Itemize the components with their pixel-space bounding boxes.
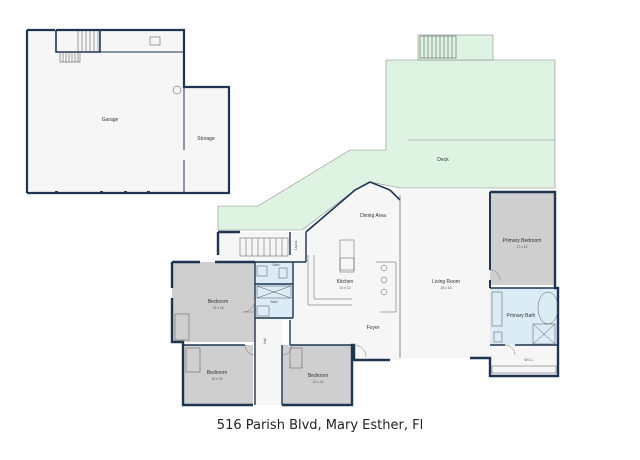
bath-upper-label: Bath	[273, 263, 280, 267]
wic-shelf	[491, 365, 557, 374]
garage-label: Garage	[102, 117, 119, 123]
bedroom2-floor	[183, 345, 253, 405]
exterior-east-walls	[470, 190, 560, 378]
door-swing-wic	[504, 344, 516, 356]
bedroom1-label: Bedroom	[208, 299, 228, 305]
door-swing-bedroom2	[244, 344, 256, 356]
bedroom1-floor	[172, 262, 255, 342]
bedroom1-closet	[174, 313, 190, 341]
bath-lower-label: Bath	[271, 300, 278, 304]
property-address: 516 Parish Blvd, Mary Esther, Fl	[216, 418, 424, 433]
kitchen-island	[339, 239, 355, 273]
primary-bath-toilet	[493, 331, 503, 343]
deck-upper-platform	[417, 34, 494, 61]
deck-label: Deck	[437, 157, 449, 163]
fixtures	[174, 237, 559, 374]
interior-walls	[183, 232, 558, 405]
door-swing-foyer	[353, 344, 367, 358]
storage-label: Storage	[197, 136, 215, 142]
door-swing-primary	[489, 269, 501, 281]
door-swing-bedroom3	[281, 344, 293, 356]
storage-floor	[184, 87, 229, 193]
garage-floor	[27, 30, 184, 193]
living-dims: 28 x 16	[440, 286, 451, 290]
dining-label: Dining Area	[360, 213, 386, 219]
door-swing-bedroom1	[242, 299, 256, 313]
door-swings	[242, 269, 516, 358]
room-labels: Dining Area Kitchen 24 x 12 Living Room …	[207, 213, 542, 384]
garage-door-marks	[55, 191, 150, 194]
primary-bath-label: Primary Bath	[507, 313, 536, 319]
water-heater	[172, 85, 182, 95]
house-walls	[170, 181, 560, 407]
bar-stool-2	[380, 276, 388, 284]
kitchen-dims: 24 x 12	[339, 286, 350, 290]
kitchen-east-counter	[376, 261, 397, 313]
living-label: Living Room	[432, 279, 460, 285]
bedroom2-label: Bedroom	[207, 370, 227, 376]
deck-area: Deck	[217, 34, 556, 231]
foyer-label: Foyer	[367, 325, 380, 331]
bath-lower-vanity	[256, 305, 270, 317]
kitchen-label: Kitchen	[337, 279, 354, 285]
bath-lower-tub	[256, 285, 292, 299]
garage-fixture	[149, 36, 161, 46]
primary-bath-shower	[532, 323, 556, 345]
bar-stool-1	[380, 264, 388, 272]
wic-label: W.I.C.	[524, 358, 533, 362]
bar-stool-3	[380, 288, 388, 296]
bath-lower-floor	[255, 284, 293, 318]
deck-floor	[217, 59, 556, 231]
primary-bedroom-label: Primary Bedroom	[503, 238, 542, 244]
garage-block: Garage Storage	[25, 28, 231, 195]
primary-bedroom-dims: 17 x 12	[516, 245, 527, 249]
exterior-west-walls	[170, 230, 390, 407]
laundry-label: Laund.	[294, 240, 298, 250]
bath-upper-toilet	[278, 267, 288, 279]
kitchen-counter	[307, 255, 352, 306]
bath-upper-floor	[255, 262, 293, 284]
bedroom3-dims: 12 x 14	[312, 380, 323, 384]
primary-bedroom-floor	[490, 192, 555, 285]
bedroom3-label: Bedroom	[308, 373, 328, 379]
garage-walls	[25, 28, 231, 195]
garage-stairs	[59, 31, 99, 63]
bedroom3-floor	[282, 345, 352, 405]
deck-stairs	[419, 35, 457, 59]
hall-label: Hall	[263, 338, 267, 344]
kitchen-range	[339, 257, 355, 271]
bath-upper-vanity	[256, 265, 268, 277]
dining-bay-walls	[305, 181, 401, 233]
hall-floor	[255, 318, 282, 405]
main-stairs	[239, 237, 289, 257]
bedroom1-dims: 13 x 16	[212, 306, 223, 310]
primary-bath-vanity	[491, 291, 503, 327]
bedroom2-closet	[185, 347, 201, 373]
bedroom2-dims: 13 x 19	[211, 377, 222, 381]
wic-floor	[490, 345, 558, 376]
bedroom3-closet	[289, 347, 303, 369]
